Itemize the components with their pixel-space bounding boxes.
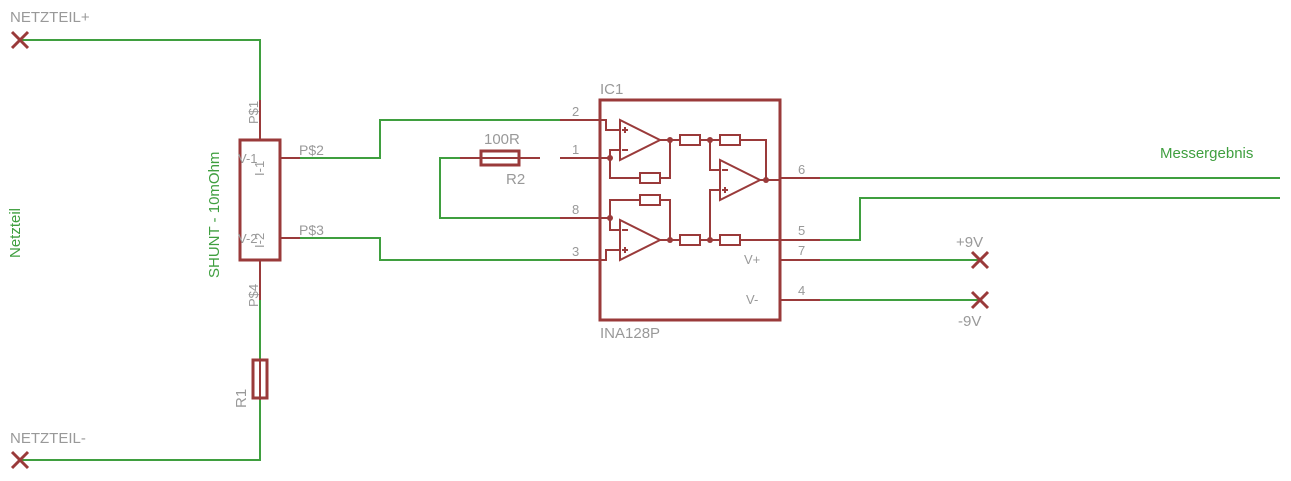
shunt-component[interactable]: P$1 P$2 P$3 P$4 V-1 V-2 I-1 I-2 SHUNT - … [206,100,324,307]
x-marker-icon [10,450,30,470]
opamp-a1-icon [619,118,663,162]
shunt-pin-label-p3: P$3 [299,222,324,238]
ic1-pin-label-4: 4 [798,283,805,298]
shunt-label-i1: I-1 [252,161,267,176]
wire-r2-loop [439,157,560,219]
x-marker-icon [970,250,990,270]
shunt-label-v2: V-2 [238,231,258,246]
ic1-internal-circuit [600,118,780,262]
ic1-pin-label-7: 7 [798,243,805,258]
wire-shunt-p3-ic-pin3 [300,237,560,261]
supply-netzteil-plus[interactable]: NETZTEIL+ [10,9,90,50]
opamp-a2-icon [619,218,663,262]
r2-body [479,149,521,167]
shunt-pin-label-p2: P$2 [299,142,324,158]
ic1-body [598,98,782,322]
wire-reference [820,197,1280,241]
ic1-resistor [639,172,661,184]
label-plus9v: +9V [956,234,983,251]
ic1-resistor [639,194,661,206]
r2-name-label: R2 [506,171,525,188]
x-marker-icon [970,290,990,310]
resistor-r1[interactable]: R1 [233,358,269,408]
shunt-pin-label-p4: P$4 [246,284,261,307]
ic1-resistor [679,134,701,146]
ic1-vminus-label: V- [746,292,758,307]
ic1-component[interactable]: IC1 INA128P 2 1 8 3 6 5 7 4 V+ V- [560,81,820,342]
shunt-pin-label-p1: P$1 [246,101,261,124]
r1-body [251,358,269,400]
x-marker-icon [10,30,30,50]
r1-name-label: R1 [233,389,250,408]
shunt-label-v1: V-1 [238,151,258,166]
ic1-pin-label-8: 8 [572,202,579,217]
ic1-pin-label-6: 6 [798,162,805,177]
ic1-resistor [719,234,741,246]
supply-plus9v[interactable]: +9V [956,234,990,270]
ic1-pin-label-3: 3 [572,244,579,259]
net-label-messergebnis: Messergebnis [1160,145,1253,162]
ic1-vplus-label: V+ [744,252,760,267]
ic1-resistor [719,134,741,146]
label-netzteil-minus: NETZTEIL- [10,430,86,447]
shunt-value-label: SHUNT - 10mOhm [206,152,223,278]
label-netzteil-plus: NETZTEIL+ [10,9,90,26]
wires [20,39,1280,461]
wire-netzteil-minus [20,400,261,461]
opamp-a3-icon [719,158,763,202]
shunt-label-i2: I-2 [252,233,267,248]
wire-shunt-p2-ic-pin2 [300,119,560,159]
wire-netzteil-plus [20,39,261,100]
ic1-pin-label-5: 5 [798,223,805,238]
ic1-name-label: IC1 [600,81,623,98]
ic1-pin-label-1: 1 [572,142,579,157]
label-minus9v: -9V [958,313,981,330]
ic1-pin-label-2: 2 [572,104,579,119]
net-label-netzteil: Netzteil [7,208,24,258]
ic1-resistor [679,234,701,246]
supply-minus9v[interactable]: -9V [958,290,990,330]
ic1-value-label: INA128P [600,325,660,342]
resistor-r2[interactable]: 100R R2 [460,131,540,188]
r2-value-label: 100R [484,131,520,148]
supply-netzteil-minus[interactable]: NETZTEIL- [10,430,86,470]
